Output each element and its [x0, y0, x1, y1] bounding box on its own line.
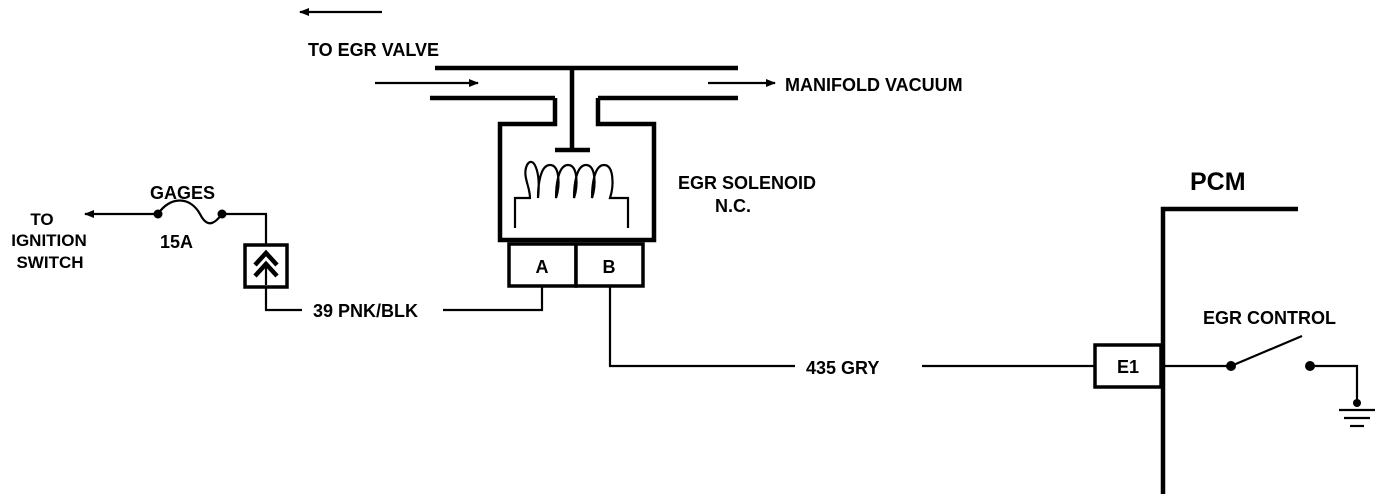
ground-junction — [1353, 399, 1361, 407]
terminal-a-box — [507, 242, 578, 288]
wire-39-pnk-blk-label: 39 PNK/BLK — [313, 301, 418, 321]
egr-control-label: EGR CONTROL — [1203, 308, 1336, 328]
egr-solenoid-label: EGR SOLENOID — [678, 173, 816, 193]
ground-wire — [1310, 364, 1359, 403]
to-ignition-label-line2: IGNITION — [11, 231, 87, 250]
terminal-a-label: A — [536, 257, 549, 277]
terminal-e1-box — [1093, 343, 1163, 389]
terminal-e1-label: E1 — [1117, 357, 1139, 377]
gages-label: GAGES — [150, 183, 215, 203]
to-ignition-label-line3: SWITCH — [16, 253, 83, 272]
pcm-module-outline — [1160, 206, 1298, 494]
pcm-label: PCM — [1190, 168, 1246, 196]
fuse-to-connector-wire — [222, 212, 268, 245]
connector-chevron-upper — [253, 249, 279, 267]
ground-icon — [1339, 408, 1375, 428]
egr-control-switch-blade — [1230, 334, 1303, 368]
wire-435-gry-left — [608, 286, 795, 368]
wire-39-pnk-blk-left — [264, 287, 302, 312]
to-ignition-label-line1: TO — [30, 210, 53, 229]
egr-solenoid-housing — [497, 98, 657, 243]
to-egr-valve-label: TO EGR VALVE — [308, 40, 439, 60]
fuse-rating-label: 15A — [160, 232, 193, 252]
solenoid-coil-icon — [513, 160, 630, 228]
wire-435-gry-label: 435 GRY — [806, 358, 879, 378]
wire-39-pnk-blk-right — [443, 286, 544, 312]
terminal-b-label: B — [603, 257, 616, 277]
manifold-vacuum-label: MANIFOLD VACUUM — [785, 75, 963, 95]
fuse-15a-icon — [157, 199, 223, 225]
normally-closed-label: N.C. — [715, 196, 751, 216]
